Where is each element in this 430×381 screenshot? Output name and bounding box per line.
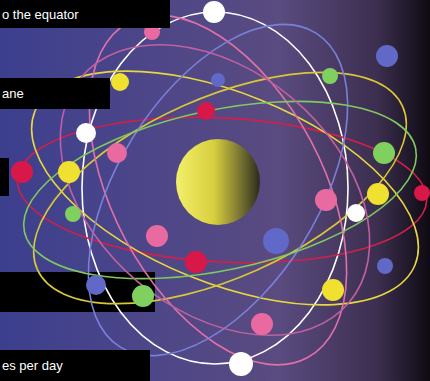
panel-text: ane (2, 86, 24, 101)
panel-text: es per day (2, 358, 63, 373)
orbit (1, 24, 430, 351)
orbit (35, 0, 401, 381)
label-panel: o the equator (0, 0, 170, 28)
orbit (82, 12, 348, 364)
orbit (0, 23, 430, 353)
panel-text: o the equator (2, 7, 79, 22)
label-panel: ane (0, 78, 110, 109)
earth-globe (176, 139, 260, 225)
label-panel: es per day (0, 350, 150, 381)
orbit (4, 0, 426, 381)
satellites (11, 1, 430, 376)
orbit (36, 0, 400, 381)
side-panel (0, 158, 9, 196)
orbit (14, 107, 430, 272)
